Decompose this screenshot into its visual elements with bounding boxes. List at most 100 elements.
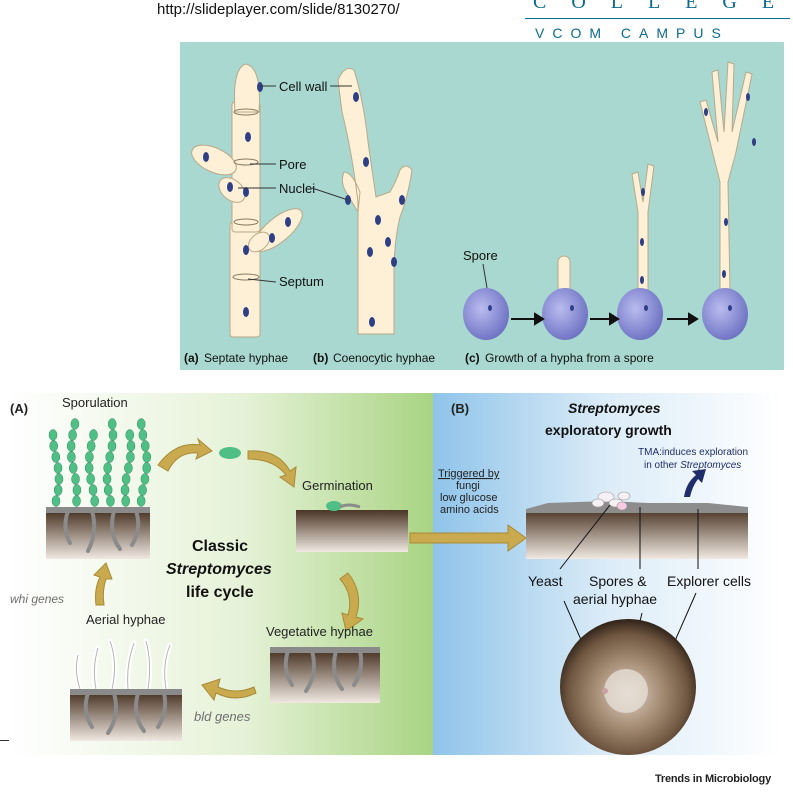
spore-cell [86,473,95,485]
label-aerial-hyphae-b: aerial hyphae [573,591,657,607]
spore-cell [88,484,98,496]
yeast-spore-cluster [591,491,631,511]
trigger-line-2: fungi [456,480,480,492]
spore-cell [51,451,61,463]
label-spores: Spores & [589,573,647,589]
free-spore [219,447,241,459]
germination-soil [296,510,408,552]
label-explorer-cells: Explorer cells [667,573,751,589]
vegetative-surface [270,647,380,653]
septate-nuclei [203,82,291,317]
sporulation-roots [63,509,141,553]
spore-cell [49,440,58,452]
aerial-roots [83,691,168,735]
spore-cell [121,495,130,507]
spore-cell [103,462,112,474]
lifecycle-title-3: life cycle [186,584,254,601]
trigger-line-4: amino acids [440,504,499,516]
spore-cell [121,473,131,485]
spore-cell [86,440,96,452]
spore-cell [142,462,151,474]
spore-cell [126,451,135,463]
brand-campus: VCOM CAMPUS [535,25,729,41]
label-septum: Septum [279,274,324,289]
caption-a: Septate hyphae [204,351,288,365]
tma-line-1: TMA:induces exploration [638,447,748,458]
spore-cell [103,484,113,496]
caption-c-letter: (c) [465,351,480,365]
sporulation-soil [46,511,150,559]
spore-cell [108,429,118,441]
caption-b-letter: (b) [313,351,328,365]
septa [232,108,260,281]
spore-cell [138,484,147,496]
slide-edge-mark [0,740,9,741]
spore-cell [89,429,98,441]
spore-cell [72,495,81,507]
spore-cell [72,484,82,496]
label-germination: Germination [302,478,373,493]
spore-cell [84,462,94,474]
spore-cell [120,484,130,496]
spore-cell [51,495,61,507]
spore-cell [126,440,136,452]
spore-cell [54,473,64,485]
tma-arrow-icon [684,469,706,497]
tma-line-2-prefix: in other [644,460,680,471]
source-url[interactable]: http://slideplayer.com/slide/8130270/ [157,1,400,18]
spore-cell [67,451,76,463]
spore-cell [48,429,58,441]
tma-line-2: in other Streptomyces [644,460,741,471]
nuclei-leader-b [311,187,349,201]
spore-cell [105,451,115,463]
caption-c: Growth of a hypha from a spore [485,351,654,365]
growth-arrows [511,312,699,326]
spore-cell [71,473,80,485]
spore-cell [68,462,78,474]
label-cell-wall: Cell wall [279,79,328,94]
streptomyces-figure: (A) Sporulation Germination Classic Stre… [8,393,783,755]
spore-cell [124,462,133,474]
tma-line-2-species: Streptomyces [680,460,741,471]
coenocytic-hypha [337,67,413,335]
panel-b-title-1: Streptomyces [568,400,661,416]
growth-nuclei [640,93,756,284]
aerial-surface [70,689,182,695]
spore-cell [107,418,117,430]
label-whi-genes: whi genes [10,592,64,606]
spore-cell [53,484,63,496]
fungal-hyphae-figure: Cell wall Pore Nuclei Septum [180,42,784,370]
label-vegetative-hyphae: Vegetative hyphae [266,624,373,639]
germinating-spore [326,501,342,511]
spore-cell [140,473,150,485]
lifecycle-title-1: Classic [192,538,248,555]
cycle-arrows [93,437,365,702]
spore-cell [142,451,152,463]
label-nuclei: Nuclei [279,181,315,196]
trigger-arrow [409,524,527,552]
vegetative-roots [283,649,364,693]
spore-cell [107,440,117,452]
spore-cell [90,495,99,507]
panel-a-tag: (A) [10,401,28,416]
sporulation-surface [46,507,150,513]
brand-divider [525,18,790,19]
explorer-mat [526,501,748,513]
spore-cell [138,429,148,441]
panel-b-tag: (B) [451,401,469,416]
septate-leader-lines [238,85,277,283]
spore-growth-sequence [463,61,753,340]
label-yeast: Yeast [528,573,563,589]
trigger-line-3: low glucose [440,492,497,504]
spore-cell [66,440,76,452]
spore-chains [48,418,152,507]
spore-cell [125,429,135,441]
spore-cell [53,462,63,474]
label-bld-genes: bld genes [194,709,251,724]
spore-leader [482,263,488,289]
spore-cell [102,473,112,485]
spore-cell [136,495,146,507]
brand-college: COLLEGE [533,0,793,13]
caption-a-letter: (a) [184,351,199,365]
coenocytic-nuclei [345,92,405,327]
